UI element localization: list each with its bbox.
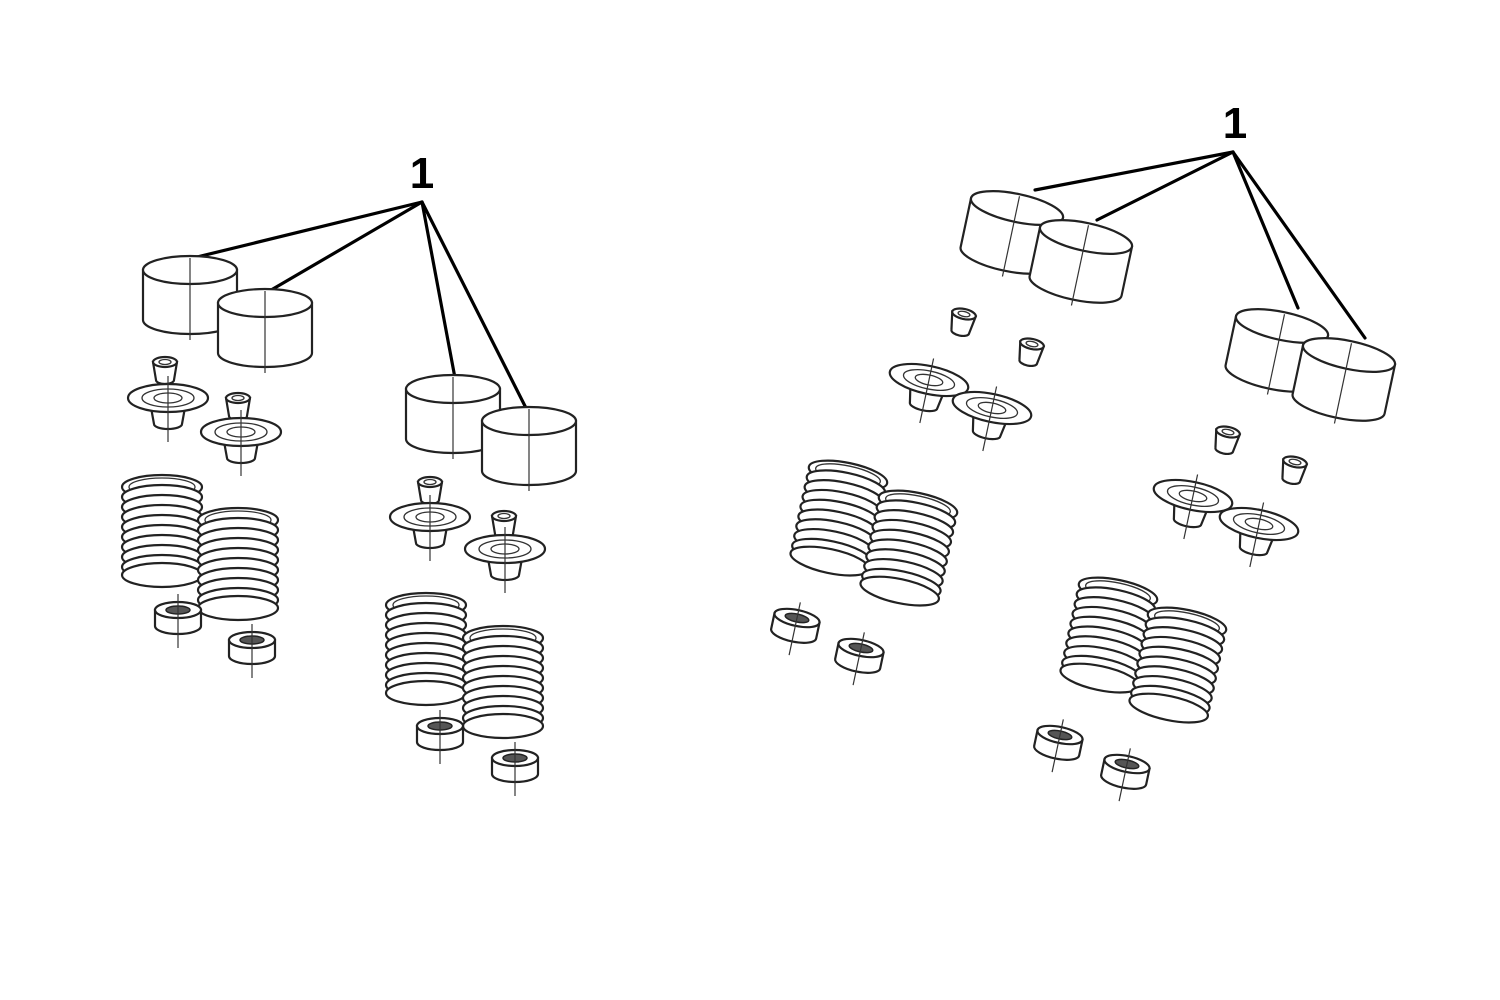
callout-label-right: 1 bbox=[1223, 99, 1247, 148]
left-tappet-2 bbox=[216, 287, 314, 375]
left-cotter-2 bbox=[224, 391, 252, 422]
right-seal-2 bbox=[829, 626, 888, 692]
right-seal-3 bbox=[1028, 713, 1087, 779]
right-leader-lines bbox=[1033, 150, 1367, 340]
left-seal-4 bbox=[490, 740, 540, 798]
right-retainer-1 bbox=[879, 349, 974, 433]
right-cotter-3 bbox=[1210, 423, 1242, 458]
left-retainer-3 bbox=[388, 493, 472, 563]
right-seal-1 bbox=[765, 596, 824, 662]
left-leader-lines bbox=[191, 200, 529, 412]
left-spring-1 bbox=[120, 473, 204, 589]
left-spring-3 bbox=[384, 591, 468, 707]
left-retainer-4 bbox=[463, 525, 547, 595]
left-tappet-4 bbox=[480, 405, 578, 493]
left-seal-3 bbox=[415, 708, 465, 766]
right-cotter-1 bbox=[946, 305, 978, 340]
left-seal-2 bbox=[227, 622, 277, 680]
right-tappet-2 bbox=[1024, 212, 1136, 317]
left-assembly: 1 bbox=[120, 149, 578, 798]
right-tappet-4 bbox=[1287, 330, 1399, 435]
left-cotter-1 bbox=[151, 355, 179, 386]
callout-label-left: 1 bbox=[410, 149, 434, 198]
right-retainer-3 bbox=[1143, 465, 1238, 549]
right-assembly: 1 bbox=[765, 99, 1399, 808]
left-spring-4 bbox=[461, 624, 545, 740]
left-retainer-2 bbox=[199, 408, 283, 478]
left-retainer-1 bbox=[126, 374, 210, 444]
right-seal-4 bbox=[1095, 742, 1154, 808]
left-spring-2 bbox=[196, 506, 280, 622]
right-cotter-2 bbox=[1014, 335, 1046, 370]
right-cotter-4 bbox=[1277, 453, 1309, 488]
left-seal-1 bbox=[153, 592, 203, 650]
